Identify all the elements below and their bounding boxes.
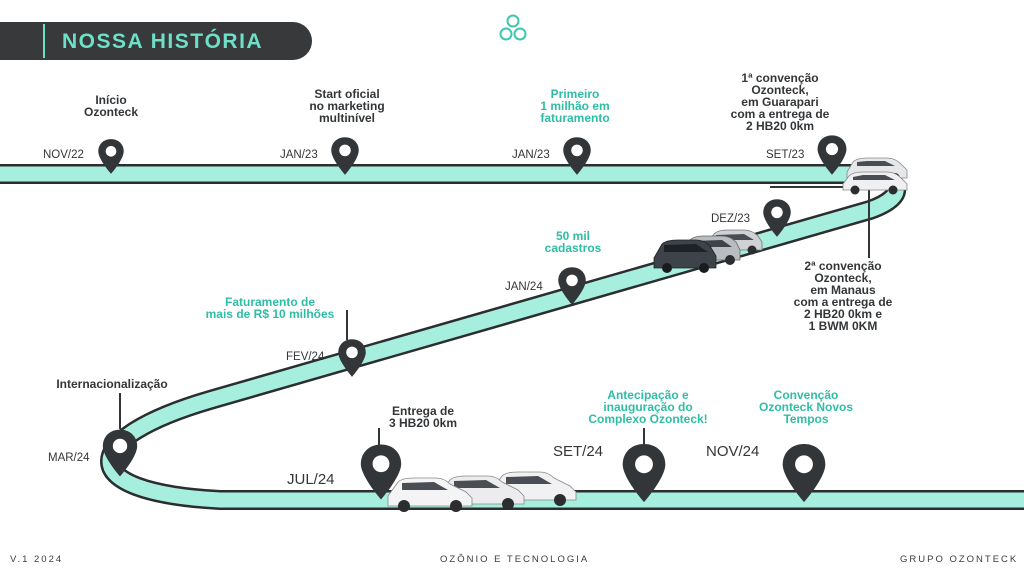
car-image xyxy=(842,157,908,195)
location-pin-icon xyxy=(98,139,124,174)
connector-line xyxy=(643,428,645,452)
location-pin-icon xyxy=(782,443,826,503)
location-pin-icon xyxy=(763,199,791,237)
banner-accent-line xyxy=(43,24,45,58)
footer-tagline: OZÔNIO E TECNOLOGIA xyxy=(440,554,590,565)
location-pin-icon xyxy=(817,135,847,175)
milestone-date: JAN/23 xyxy=(280,149,318,161)
car-image xyxy=(653,229,763,273)
road-surface xyxy=(0,166,1024,508)
location-pin-icon xyxy=(331,137,359,175)
milestone-date: JAN/23 xyxy=(512,149,550,161)
location-pin-icon xyxy=(622,443,666,503)
milestone-date: FEV/24 xyxy=(286,351,325,363)
footer-company: GRUPO OZONTECK xyxy=(900,554,1019,565)
title-banner xyxy=(0,22,312,60)
location-pin-icon xyxy=(360,444,402,500)
connector-line xyxy=(378,428,380,450)
connector-line xyxy=(868,186,870,258)
page-title: NOSSA HISTÓRIA xyxy=(62,30,264,53)
location-pin-icon xyxy=(338,339,366,377)
connector-line xyxy=(346,310,348,340)
milestone-date: JAN/24 xyxy=(505,281,543,293)
milestone-label: Internacionalização xyxy=(56,377,168,391)
car-image xyxy=(387,471,577,512)
ozonteck-logo-icon xyxy=(499,14,527,41)
milestone-date: NOV/24 xyxy=(706,443,760,460)
milestone-date: DEZ/23 xyxy=(711,213,750,225)
location-pin-icon xyxy=(558,267,586,305)
connector-line xyxy=(770,186,870,188)
location-pin-icon xyxy=(102,429,138,477)
location-pin-icon xyxy=(563,137,591,175)
milestone-date: NOV/22 xyxy=(43,149,84,161)
footer-version: V.1 2024 xyxy=(10,554,64,565)
milestone-date: MAR/24 xyxy=(48,452,90,464)
road-edge xyxy=(0,164,1024,510)
milestone-date: SET/24 xyxy=(553,443,604,460)
milestone-date: SET/23 xyxy=(766,149,805,161)
milestone-date: JUL/24 xyxy=(287,471,335,488)
connector-line xyxy=(119,393,121,429)
